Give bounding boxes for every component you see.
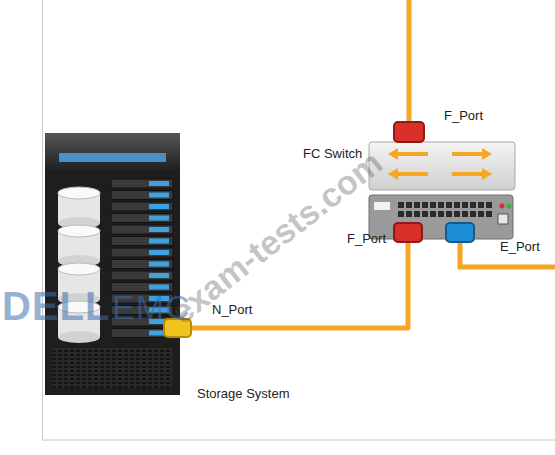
switch-socket xyxy=(446,202,452,208)
rack-illustration xyxy=(45,133,180,395)
switch-socket xyxy=(462,202,468,208)
switch-socket xyxy=(454,202,460,208)
switch-arrow xyxy=(396,152,428,156)
f-port: F_Port xyxy=(393,121,425,143)
drive-light xyxy=(149,193,169,198)
rack-grill xyxy=(53,348,172,388)
disk xyxy=(58,331,100,343)
switch-arrow xyxy=(452,152,484,156)
switch-socket xyxy=(438,211,444,217)
fc-cable xyxy=(407,0,412,122)
switch-socket xyxy=(422,202,428,208)
switch-socket xyxy=(406,211,412,217)
logo-text: EMC xyxy=(112,288,191,327)
drive-light xyxy=(149,216,169,221)
logo-text: DELL xyxy=(2,284,110,329)
switch-socket xyxy=(462,211,468,217)
port-label: F_Port xyxy=(347,231,386,246)
rack-body xyxy=(45,133,180,395)
switch-socket xyxy=(454,211,460,217)
switch-socket xyxy=(438,202,444,208)
rack-display xyxy=(59,153,166,162)
disk xyxy=(58,225,100,237)
fc-switch: FC SwitchF_PortF_PortE_Port xyxy=(368,140,516,240)
port-label: F_Port xyxy=(444,108,483,123)
drive-slot xyxy=(111,260,173,269)
switch-socket xyxy=(486,211,492,217)
switch-arrow xyxy=(388,148,398,160)
switch-illustration xyxy=(368,140,516,240)
switch-arrow xyxy=(482,168,492,180)
disk xyxy=(58,187,100,199)
f-port: F_Port xyxy=(393,222,423,243)
drive-light xyxy=(149,204,169,209)
drive-slot xyxy=(111,271,173,280)
port-label: Storage System xyxy=(197,386,290,401)
drive-slot xyxy=(111,248,173,257)
drive-light xyxy=(149,227,169,232)
switch-socket xyxy=(470,202,476,208)
drive-light xyxy=(149,262,169,267)
switch-led xyxy=(500,204,505,209)
switch-socket xyxy=(430,211,436,217)
frame xyxy=(43,0,555,440)
switch-console xyxy=(498,214,508,224)
switch-socket xyxy=(406,202,412,208)
switch-socket xyxy=(414,202,420,208)
drive-light xyxy=(149,239,169,244)
switch-socket xyxy=(478,211,484,217)
switch-top xyxy=(369,142,515,190)
switch-socket xyxy=(414,211,420,217)
drive-light xyxy=(149,250,169,255)
drive-slot xyxy=(111,225,173,234)
switch-socket xyxy=(470,211,476,217)
switch-led xyxy=(507,204,512,209)
storage-system: Storage SystemN_Port xyxy=(45,133,180,395)
switch-arrow xyxy=(482,148,492,160)
switch-bottom xyxy=(369,195,513,239)
switch-socket xyxy=(478,202,484,208)
drive-slot xyxy=(111,179,173,188)
switch-socket xyxy=(430,202,436,208)
drive-slot xyxy=(111,191,173,200)
switch-arrow xyxy=(388,168,398,180)
drive-slot xyxy=(111,237,173,246)
switch-arrow xyxy=(396,172,428,176)
switch-socket xyxy=(398,202,404,208)
drive-slot xyxy=(111,214,173,223)
port-label: E_Port xyxy=(500,239,540,254)
rack-top xyxy=(45,133,180,173)
switch-arrow xyxy=(452,172,484,176)
drive-light xyxy=(149,181,169,186)
switch-socket xyxy=(422,211,428,217)
e-port: E_Port xyxy=(445,222,475,243)
disk xyxy=(58,263,100,275)
drive-slot xyxy=(111,202,173,211)
switch-socket xyxy=(446,211,452,217)
switch-socket xyxy=(486,202,492,208)
drive-light xyxy=(149,273,169,278)
switch-tag xyxy=(374,202,390,210)
switch-socket xyxy=(398,211,404,217)
